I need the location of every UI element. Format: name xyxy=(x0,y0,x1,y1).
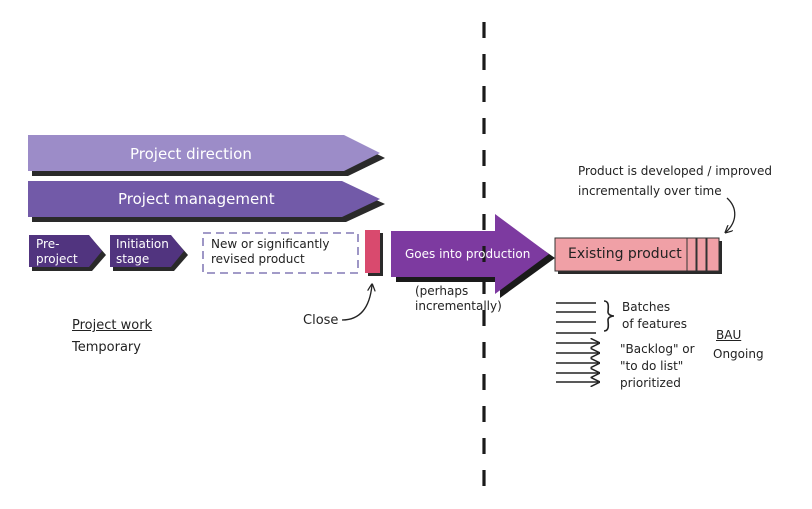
backlog-label: "Backlog" or"to do list"prioritized xyxy=(620,342,695,390)
pre-project-label: Pre-project xyxy=(36,237,78,266)
existing-product-label: Existing product xyxy=(568,246,682,262)
developed-pointer-line xyxy=(726,197,736,232)
backlog-lines xyxy=(556,302,598,382)
project-direction-arrow xyxy=(28,135,385,176)
batches-brace xyxy=(603,300,615,332)
close-pointer-line xyxy=(341,285,372,321)
initiation-stage-arrow xyxy=(110,235,188,271)
project-direction-label: Project direction xyxy=(130,145,252,163)
new-product-box xyxy=(202,232,359,274)
project-management-arrow xyxy=(28,181,385,222)
existing-product-bar xyxy=(554,237,722,274)
close-bar xyxy=(365,230,383,276)
pre-project-arrow xyxy=(29,235,106,271)
goes-into-production-label: Goes into production xyxy=(405,247,531,261)
bau-label: BAU xyxy=(716,328,742,342)
project-management-label: Project management xyxy=(118,190,275,208)
project-work-label: Project work xyxy=(72,318,153,333)
ongoing-label: Ongoing xyxy=(713,347,764,361)
production-arrow xyxy=(391,214,555,298)
close-label: Close xyxy=(303,313,339,328)
temporary-label: Temporary xyxy=(72,340,141,355)
